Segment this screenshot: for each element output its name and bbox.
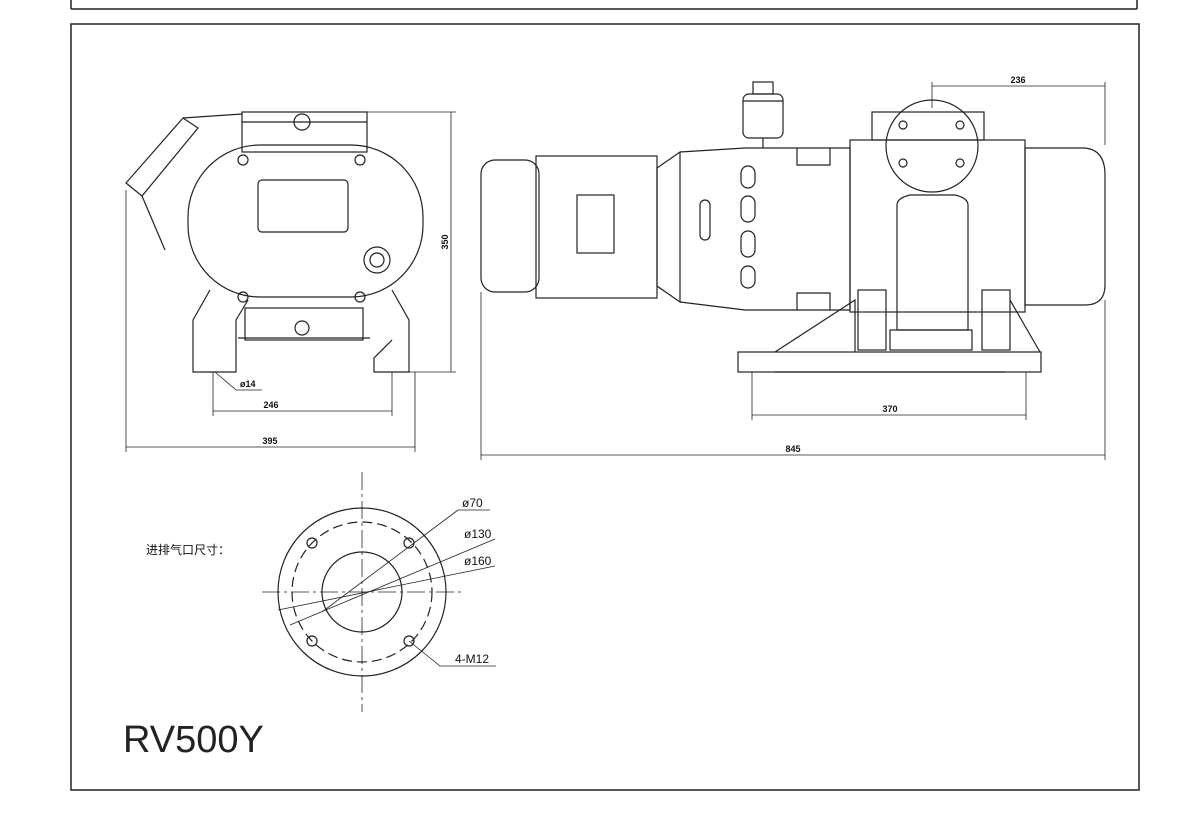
bolt-hole — [403, 635, 415, 647]
dim-246: 246 — [263, 400, 278, 410]
left-support — [774, 298, 856, 353]
end-cover — [1024, 147, 1106, 306]
inlet-pipe — [125, 117, 199, 197]
coupling-housing — [679, 147, 851, 311]
bottom-bolt — [294, 320, 310, 336]
right-leg — [373, 289, 410, 373]
flange-view — [262, 472, 496, 712]
sight-glass — [363, 246, 391, 274]
discharge-pipe — [896, 194, 969, 331]
flange-title: 进排气口尺寸： — [146, 542, 230, 557]
inner-bore — [321, 551, 403, 633]
body-bolt — [354, 154, 366, 166]
front-view — [480, 81, 1106, 460]
dim-845: 845 — [785, 444, 800, 454]
model-name: RV500Y — [123, 719, 264, 761]
pump-housing — [849, 139, 1026, 313]
left-leg — [192, 289, 249, 373]
bolt-hole — [306, 537, 318, 549]
terminal-box — [576, 194, 615, 254]
top-flange — [871, 111, 985, 141]
flange-d70: ø70 — [462, 496, 483, 510]
outer-circle — [277, 507, 447, 677]
dim-236: 236 — [1010, 75, 1025, 85]
inlet-flange — [885, 99, 979, 193]
bottom-flange-block — [244, 307, 364, 341]
bolt-hole — [306, 635, 318, 647]
body-bolt — [354, 291, 366, 303]
motor-box — [535, 155, 658, 299]
flange-d130: ø130 — [464, 527, 492, 541]
drawing-frame — [70, 23, 1140, 791]
bolt-circle — [291, 521, 433, 663]
pump-body — [187, 144, 424, 298]
side-view — [125, 111, 456, 452]
top-bolt — [293, 113, 311, 131]
flange-d160: ø160 — [464, 554, 492, 568]
base-plate — [737, 351, 1042, 373]
dim-hole-dia: ø14 — [240, 379, 256, 389]
flange-bolts: 4-M12 — [455, 652, 489, 666]
dim-395: 395 — [262, 436, 277, 446]
motor-flange — [656, 150, 681, 304]
dim-370: 370 — [882, 404, 897, 414]
body-bolt — [237, 291, 249, 303]
motor-rear — [480, 159, 540, 293]
dim-350: 350 — [440, 234, 450, 249]
top-flange-block — [241, 111, 368, 153]
nameplate — [257, 179, 349, 233]
body-bolt — [237, 154, 249, 166]
